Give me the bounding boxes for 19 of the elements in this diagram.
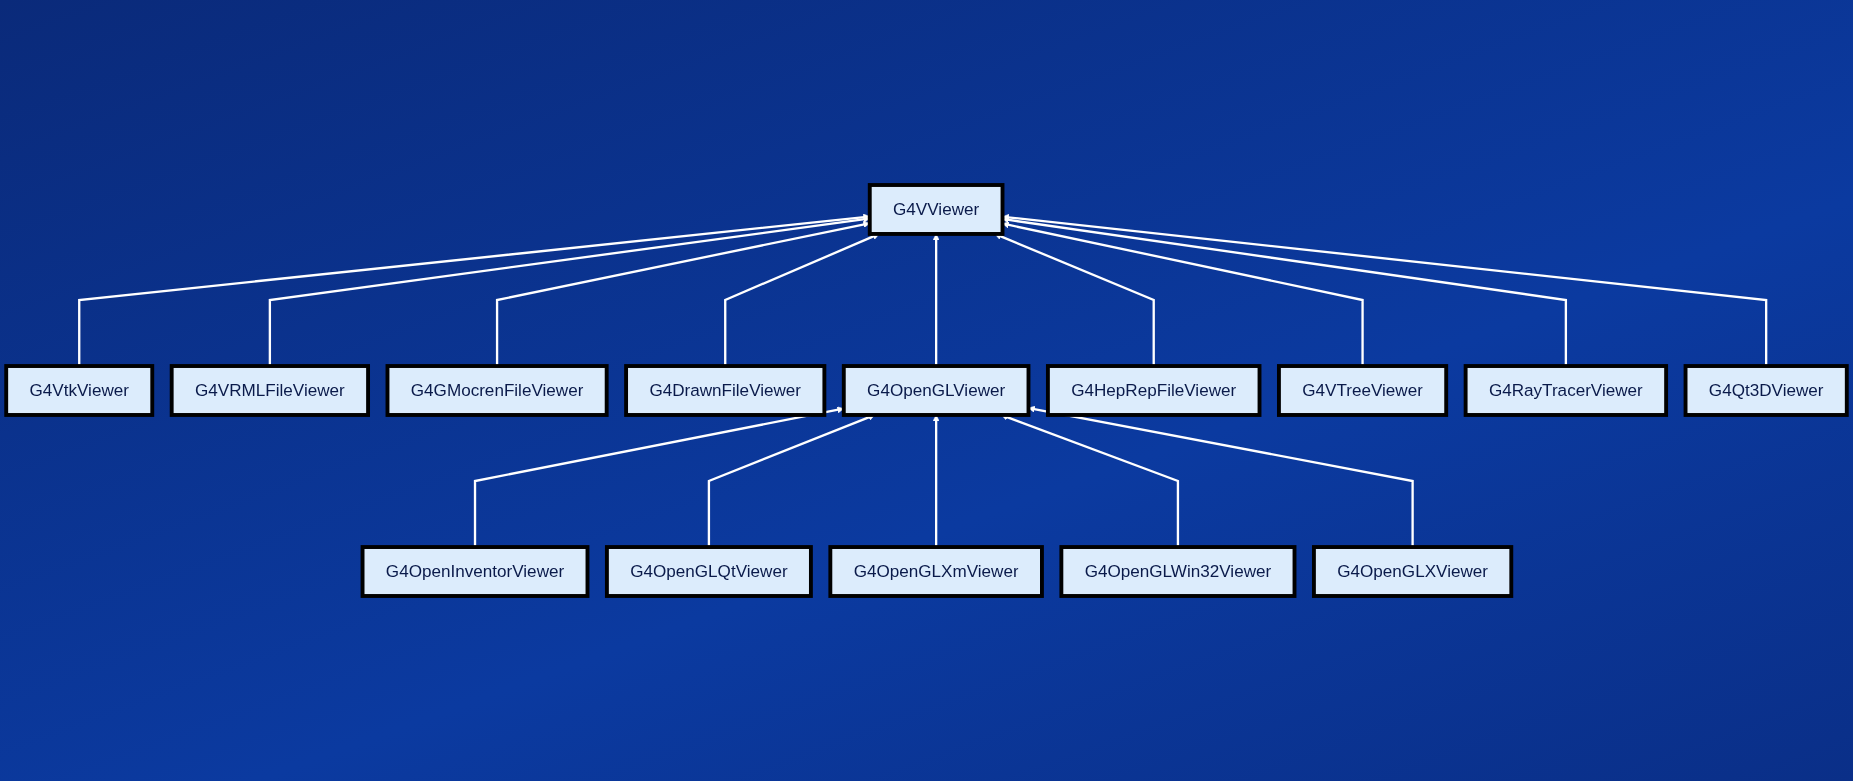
node-box: G4OpenGLWin32Viewer	[1059, 545, 1297, 598]
node-box: G4GMocrenFileViewer	[385, 364, 609, 417]
arrow	[932, 414, 940, 548]
arrow	[932, 233, 940, 367]
node-box: G4VTreeViewer	[1277, 364, 1449, 417]
arrow	[994, 233, 1155, 367]
node-box: G4OpenGLQtViewer	[604, 545, 813, 598]
node-box: G4OpenGLViewer	[841, 364, 1031, 417]
node-box: G4VRMLFileViewer	[169, 364, 370, 417]
arrow	[707, 414, 875, 548]
node-box: G4VViewer	[867, 183, 1005, 236]
node-box: G4OpenInventorViewer	[360, 545, 590, 598]
node-box: G4OpenGLXmViewer	[828, 545, 1044, 598]
node-box: G4OpenGLXViewer	[1312, 545, 1514, 598]
node-box: G4DrawnFileViewer	[624, 364, 827, 417]
node-box: G4HepRepFileViewer	[1045, 364, 1262, 417]
node-box: G4Qt3DViewer	[1683, 364, 1849, 417]
node-box: G4VtkViewer	[4, 364, 155, 417]
node-box: G4RayTracerViewer	[1463, 364, 1669, 417]
